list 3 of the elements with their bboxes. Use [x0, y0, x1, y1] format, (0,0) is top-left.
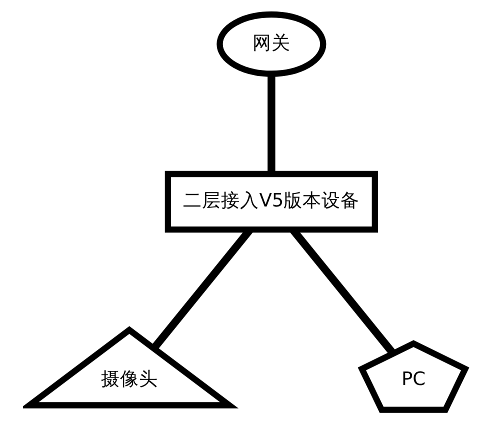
connector — [268, 74, 276, 174]
node-ellipse: 网关 — [216, 11, 326, 77]
node-box: 二层接入V5版本设备 — [164, 170, 378, 233]
